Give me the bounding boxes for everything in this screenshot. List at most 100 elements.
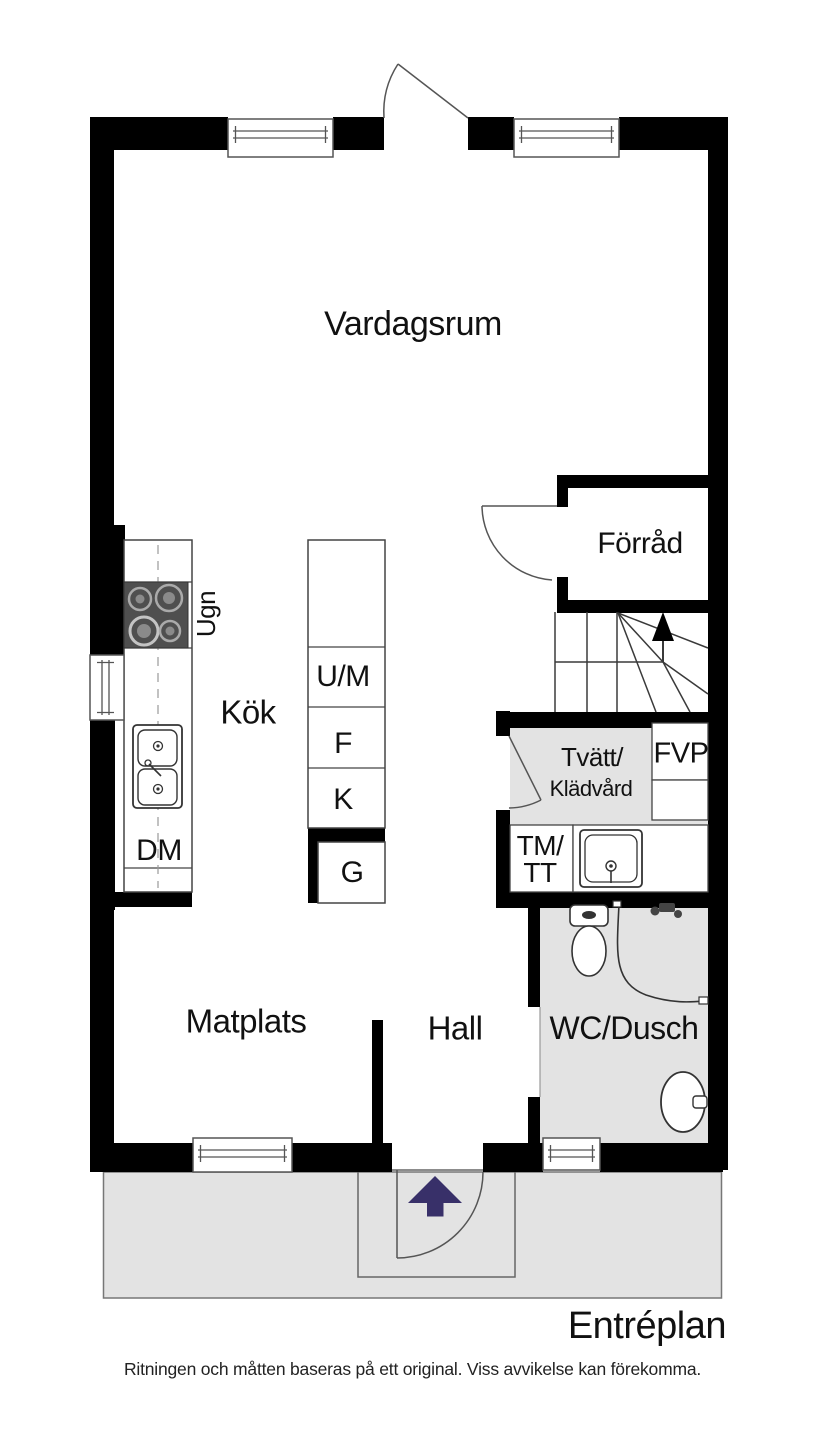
fvp-unit: [651, 722, 709, 781]
burner-icon: [137, 624, 151, 638]
washbasin-tap: [692, 1095, 708, 1109]
shower-mixer-knob: [674, 910, 682, 918]
appliance-label-dm: DM: [136, 834, 182, 867]
sink-drain: [152, 740, 164, 752]
window-icon: [542, 1137, 601, 1171]
staircase: [554, 612, 709, 713]
floor-title: Entréplan: [567, 1305, 727, 1347]
sink-bowl: [137, 729, 178, 767]
room-label-tvatt-line1: Tvätt/: [560, 742, 624, 772]
wall-left-lower: [90, 720, 115, 910]
sink-faucet: [148, 763, 162, 777]
room-label-matplats: Matplats: [185, 1002, 307, 1040]
toilet-bowl: [571, 925, 607, 977]
walls: [90, 117, 728, 1172]
washer-dryer-box: [509, 824, 574, 893]
laundry-door-arc: [508, 799, 542, 809]
window-icon: [89, 654, 125, 721]
laundry-sink-icon: [579, 829, 643, 888]
entrance-arrow-icon: [408, 1176, 462, 1217]
wall-bottom-4: [600, 1143, 723, 1172]
room-label-kok: Kök: [220, 693, 276, 731]
entry-door-arc: [396, 1171, 484, 1259]
toilet-button: [582, 911, 596, 919]
sink-drain: [156, 744, 160, 748]
stair-winder-line: [617, 612, 657, 713]
wall-right: [708, 117, 728, 1170]
wall-storage-bottom: [557, 600, 728, 613]
appliance-label-ugn: Ugn: [191, 590, 221, 638]
stair-up-arrow-icon: [652, 612, 674, 641]
storage-door-arc: [481, 505, 553, 581]
counter-black-end: [115, 892, 192, 907]
room-label-forrad: Förråd: [597, 527, 683, 560]
shower-mixer-knob: [650, 906, 660, 916]
entry-arrow-stem: [427, 1203, 444, 1217]
wall-top-2: [333, 117, 384, 150]
island-g-box: [317, 841, 386, 904]
wall-storage-top: [557, 475, 728, 488]
wall-storage-left-lower: [557, 577, 568, 613]
room-label-hall: Hall: [427, 1009, 483, 1047]
laundry-fixtures: [509, 722, 709, 893]
wall-bottom-2: [292, 1143, 392, 1172]
wall-wc-left-lower: [528, 1097, 540, 1143]
disclaimer-text: Ritningen och måtten baseras på ett orig…: [123, 1359, 702, 1379]
burner-icon: [154, 583, 184, 613]
entrance-porch-outline: [357, 1169, 516, 1278]
wall-laundry-left-lower: [496, 810, 510, 892]
appliance-label-tm-line2: TT: [523, 857, 557, 888]
laundry-sink-drain: [609, 864, 613, 868]
stair-winder-line: [662, 661, 709, 695]
appliance-label-g: G: [340, 856, 364, 889]
wall-bottom-3: [483, 1143, 543, 1172]
island-black-bottom: [308, 828, 385, 842]
appliance-label-f: F: [334, 727, 352, 760]
appliance-label-um: U/M: [316, 660, 370, 693]
wall-top-3: [468, 117, 514, 150]
room-label-tvatt-line2: Klädvård: [549, 776, 633, 801]
burner-icon: [127, 586, 153, 612]
appliance-label-fvp: FVP: [653, 737, 709, 770]
sink-drain: [156, 787, 160, 791]
windows: [89, 118, 620, 1173]
wall-storage-left-upper: [557, 475, 568, 507]
shower-hose: [616, 903, 705, 1003]
wall-wc-left-upper: [528, 908, 540, 1007]
entrance-patio: [102, 1171, 723, 1299]
sink-faucet: [144, 759, 152, 767]
burner-icon: [135, 594, 145, 604]
room-label-vardagsrum: Vardagsrum: [324, 305, 502, 343]
wall-left-corner: [90, 1143, 122, 1172]
window-icon: [192, 1137, 293, 1173]
room-label-wc-dusch: WC/Dusch: [549, 1010, 699, 1046]
wall-laundry-left-upper: [496, 711, 510, 736]
burner-icon: [158, 619, 182, 643]
appliance-label-tm-line1: TM/: [516, 830, 564, 861]
doors: [383, 63, 557, 1259]
entry-arrow-head: [408, 1176, 462, 1203]
island-g-black-edge: [308, 842, 318, 903]
wall-left-thick: [90, 525, 125, 655]
wall-hall-top: [496, 892, 728, 908]
wall-hall-partition: [372, 1020, 383, 1145]
shower-handle: [698, 996, 709, 1005]
laundry-door-leaf: [508, 735, 542, 801]
fvp-lower-unit: [651, 779, 709, 821]
balcony-door-leaf: [397, 63, 469, 119]
kitchen-counter: [123, 539, 193, 893]
shower-mixer-icon: [659, 903, 675, 912]
stair-winder-line: [662, 661, 691, 713]
burner-icon: [163, 592, 175, 604]
stair-winder-line: [617, 612, 664, 663]
shower-rail-end: [612, 900, 622, 908]
island-outline: [307, 539, 386, 829]
wc-fixtures: [569, 900, 709, 1133]
wall-bottom-1: [122, 1143, 193, 1172]
burner-icon: [165, 626, 175, 636]
sink-drain: [152, 783, 164, 795]
burner-icon: [128, 615, 160, 647]
kitchen-island: [307, 539, 386, 904]
